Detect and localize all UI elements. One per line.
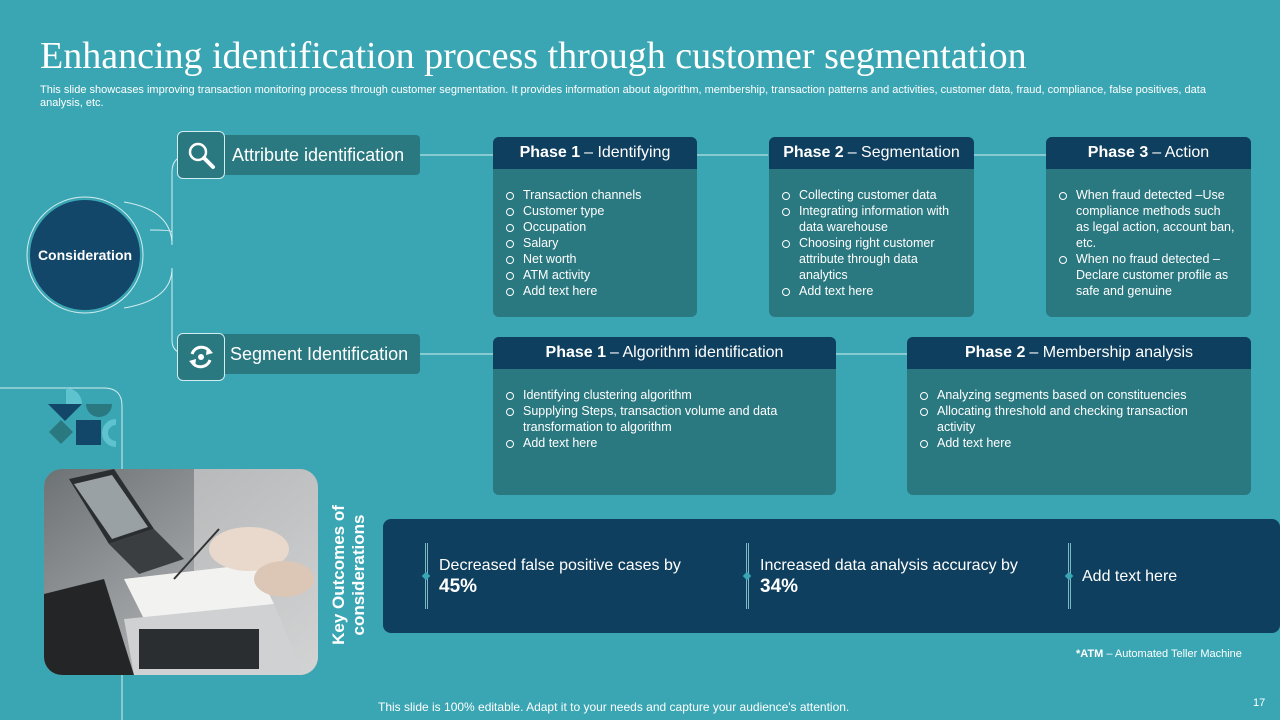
footer-text: This slide is 100% editable. Adapt it to… <box>378 700 850 714</box>
outcomes-panel: Decreased false positive cases by 45% In… <box>383 519 1280 633</box>
outcome-item: Add text here <box>1064 543 1248 609</box>
phase-header: Phase 1 – Identifying <box>493 137 697 169</box>
list-item: Net worth <box>505 251 687 267</box>
outcome-marker <box>1064 571 1074 581</box>
segment-identification-label: Segment Identification <box>230 343 409 364</box>
decorative-shapes <box>48 388 117 447</box>
phase-header: Phase 2 – Segmentation <box>769 137 974 169</box>
outcome-item: Decreased false positive cases by 45% <box>421 543 705 609</box>
phase-header: Phase 3 – Action <box>1046 137 1251 169</box>
phase-name: – Membership analysis <box>1029 344 1194 361</box>
list-item: Salary <box>505 235 687 251</box>
outcome-value: 45% <box>439 575 478 597</box>
refresh-cycle-icon <box>177 333 225 381</box>
list-item: Choosing right customer attribute throug… <box>781 235 952 283</box>
segment-identification-box: Segment Identification <box>206 334 420 374</box>
attribute-identification-box: Attribute identification <box>206 135 420 175</box>
list-item: ATM activity <box>505 267 687 283</box>
list-item: When fraud detected –Use compliance meth… <box>1058 187 1235 251</box>
attribute-phase-3-card: Phase 3 – Action When fraud detected –Us… <box>1046 137 1251 317</box>
list-item: Occupation <box>505 219 687 235</box>
atm-abbrev: *ATM <box>1076 648 1104 660</box>
outcome-item: Increased data analysis accuracy by 34% <box>742 543 1026 609</box>
outcome-text: Increased data analysis accuracy by <box>760 556 1018 574</box>
list-item: When no fraud detected – Declare custome… <box>1058 251 1235 299</box>
key-outcomes-label: Key Outcomes of considerations <box>329 505 368 645</box>
attribute-identification-label: Attribute identification <box>232 144 405 165</box>
office-photo <box>44 469 318 675</box>
phase-list: Analyzing segments based on constituenci… <box>907 369 1251 451</box>
atm-definition: – Automated Teller Machine <box>1103 648 1242 660</box>
phase-list: Collecting customer data Integrating inf… <box>769 169 974 299</box>
attribute-phase-1-card: Phase 1 – Identifying Transaction channe… <box>493 137 697 317</box>
outcome-marker <box>742 571 752 581</box>
list-item: Analyzing segments based on constituenci… <box>919 387 1221 403</box>
list-item: Customer type <box>505 203 687 219</box>
phase-list: Identifying clustering algorithm Supplyi… <box>493 369 836 451</box>
segment-phase-1-card: Phase 1 – Algorithm identification Ident… <box>493 337 836 495</box>
outcome-text: Add text here <box>1082 568 1178 585</box>
phase-header: Phase 1 – Algorithm identification <box>493 337 836 369</box>
atm-footnote: *ATM – Automated Teller Machine <box>1076 648 1242 660</box>
outcome-value: 34% <box>760 575 799 597</box>
phase-name: – Action <box>1152 144 1210 161</box>
phase-number: Phase 2 <box>783 144 844 161</box>
list-item: Add text here <box>505 435 806 451</box>
phase-name: – Algorithm identification <box>610 344 784 361</box>
list-item: Integrating information with data wareho… <box>781 203 952 235</box>
list-item: Transaction channels <box>505 187 687 203</box>
phase-number: Phase 1 <box>545 344 607 361</box>
phase-header: Phase 2 – Membership analysis <box>907 337 1251 369</box>
slide-subtitle: This slide showcases improving transacti… <box>40 84 1206 109</box>
list-item: Identifying clustering algorithm <box>505 387 806 403</box>
attribute-phase-2-card: Phase 2 – Segmentation Collecting custom… <box>769 137 974 317</box>
list-item: Collecting customer data <box>781 187 952 203</box>
list-item: Add text here <box>505 283 687 299</box>
phase-name: – Identifying <box>584 144 671 161</box>
phase-list: When fraud detected –Use compliance meth… <box>1046 169 1251 299</box>
list-item: Add text here <box>781 283 952 299</box>
phase-number: Phase 1 <box>519 144 581 161</box>
list-item: Add text here <box>919 435 1221 451</box>
phase-list: Transaction channels Customer type Occup… <box>493 169 697 299</box>
list-item: Supplying Steps, transaction volume and … <box>505 403 806 435</box>
consideration-circle: Consideration <box>30 200 140 310</box>
segment-phase-2-card: Phase 2 – Membership analysis Analyzing … <box>907 337 1251 495</box>
slide-title: Enhancing identification process through… <box>40 35 1027 77</box>
phase-number: Phase 2 <box>964 344 1026 361</box>
page-number: 17 <box>1253 697 1266 709</box>
phase-number: Phase 3 <box>1087 144 1149 161</box>
magnifier-icon <box>177 131 225 179</box>
outcome-text: Decreased false positive cases by <box>439 556 681 574</box>
outcome-marker <box>421 571 431 581</box>
list-item: Allocating threshold and checking transa… <box>919 403 1221 435</box>
phase-name: – Segmentation <box>847 144 960 161</box>
